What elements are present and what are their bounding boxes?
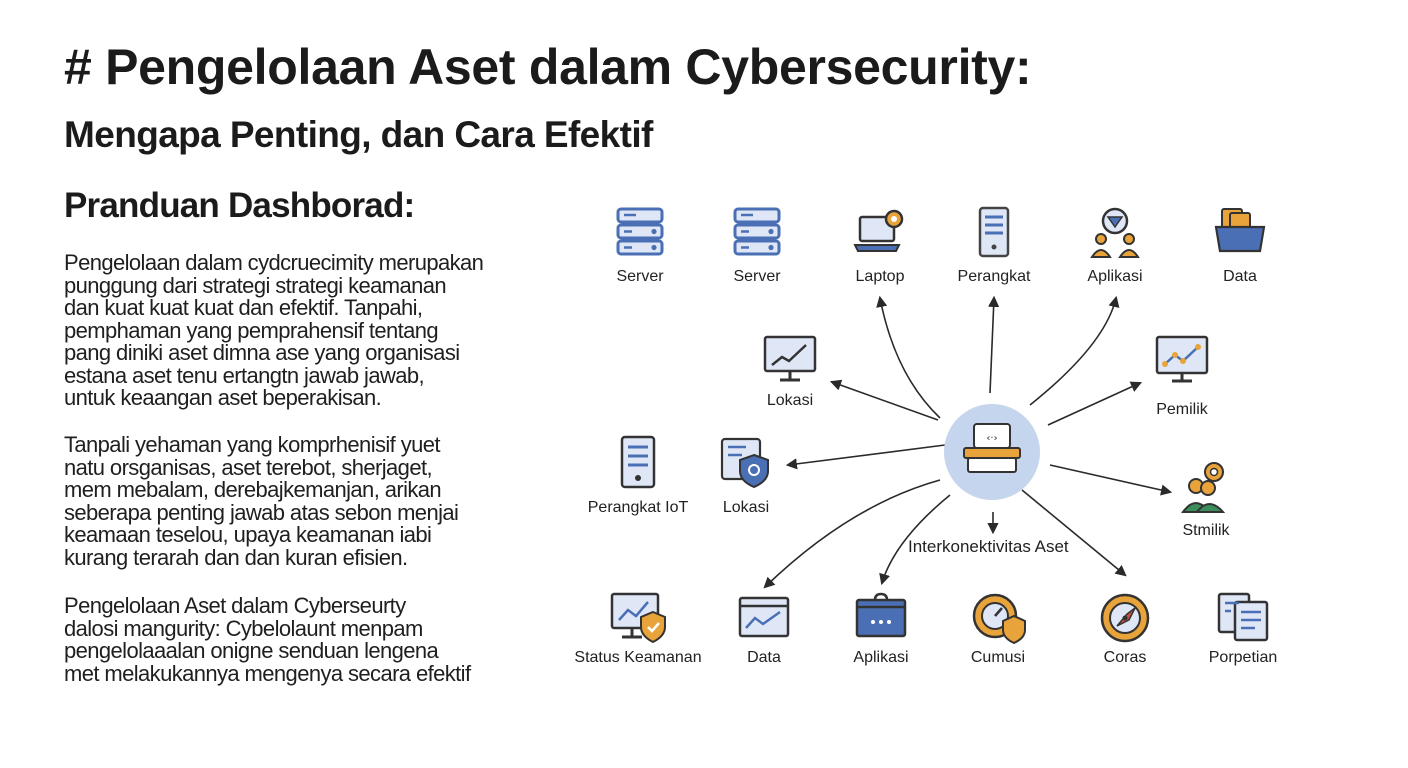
paragraph-line: Tanpali yehaman yang komprhenisif yuet	[64, 432, 440, 457]
compass-icon	[1100, 593, 1150, 643]
paragraph-line: Pengelolaan Aset dalam Cyberseurty	[64, 593, 406, 618]
documents-icon	[1217, 592, 1269, 642]
node-label: Data	[1223, 268, 1257, 285]
paragraph-line: mem mebalam, derebajkemanjan, arikan	[64, 477, 442, 502]
node-label: Cumusi	[970, 649, 1026, 666]
guide-heading: Pranduan Dashborad:	[64, 186, 415, 225]
connector-to-laptop	[876, 295, 941, 419]
connector-to-stmilik	[1049, 464, 1173, 496]
paragraph-line: pemphaman yang pemprahensif tentang	[64, 317, 439, 343]
people-gear-icon	[1181, 462, 1226, 513]
node-label: Aplikasi	[853, 649, 909, 666]
page-subtitle: Mengapa Penting, dan Cara Efektif	[64, 114, 653, 155]
paragraph-line: natu orsganisas, aset terebot, sherjaget…	[64, 454, 433, 480]
paragraph-line: dan kuat kuat kuat dan efektif. Tanpahi,	[64, 295, 423, 320]
device-tower-icon	[978, 206, 1010, 258]
page-title: # Pengelolaan Aset dalam Cybersecurity:	[64, 39, 1032, 95]
node-label: Server	[616, 268, 664, 285]
paragraph-line: kurang terarah dan dan kuran efisien.	[64, 544, 408, 570]
connector-to-perangkat	[988, 295, 1000, 394]
node-label: Server	[733, 268, 781, 285]
paragraph-line: pang diniki aset dimna ase yang organisa…	[64, 340, 460, 365]
paragraph-line: keamaan teselou, upaya keamanan iabi	[64, 522, 432, 547]
monitor-graph-icon	[1155, 335, 1209, 383]
node-label: Status Keamanan	[574, 649, 702, 666]
paragraph-line: seberapa penting jawab atas sebon menjai	[64, 499, 459, 525]
node-label: Stmilik	[1182, 522, 1230, 539]
gauge-shield-icon	[972, 593, 1026, 645]
paragraph-line: met melakukannya mengenya secara efektif	[64, 660, 471, 686]
users-app-icon	[1090, 207, 1140, 258]
node-label: Aplikasi	[1087, 268, 1143, 285]
connector-to-coras	[1021, 489, 1127, 577]
paragraph-line: punggung dari strategi strategi keamanan	[64, 272, 447, 298]
monitor-chart-icon	[763, 335, 817, 382]
connector-to-pemilik	[1047, 381, 1143, 426]
guide-paragraph-3: Pengelolaan Aset dalam Cyberseurty dalos…	[64, 593, 514, 686]
node-label: Perangkat	[957, 268, 1031, 285]
node-label: Laptop	[855, 268, 905, 285]
laptop-icon	[853, 209, 904, 252]
hub-label: Interkonektivitas Aset	[908, 537, 1069, 556]
iot-device-icon	[620, 435, 656, 489]
connector-lines: ‹·›	[763, 295, 1173, 589]
monitor-shield-icon	[610, 592, 666, 644]
server-icon	[733, 207, 781, 256]
connector-to-aplikasi	[1029, 295, 1120, 406]
node-label: Coras	[1103, 649, 1147, 666]
connector-to-data-bottom	[763, 479, 941, 589]
svg-text:‹·›: ‹·›	[986, 433, 997, 444]
paragraph-line: pengelolaaalan onigne senduan lengena	[64, 638, 439, 663]
connector-to-lokasi-mid	[785, 444, 946, 470]
node-label: Data	[747, 649, 781, 666]
node-label: Perangkat IoT	[587, 499, 689, 516]
paragraph-line: estana aset tenu ertangtn jawab jawab,	[64, 362, 425, 388]
data-folder-icon	[1214, 208, 1266, 253]
node-label: Lokasi	[722, 499, 770, 516]
connector-to-aplikasi-bottom	[879, 494, 951, 586]
browser-chart-icon	[738, 596, 790, 638]
node-label: Pemilik	[1156, 401, 1208, 418]
hub-node: ‹·›	[944, 404, 1040, 500]
node-label: Porpetian	[1208, 649, 1278, 666]
app-window-icon	[855, 592, 907, 638]
asset-interconnectivity-diagram: ‹·› Interkonektivitas Aset Server Server…	[560, 180, 1320, 720]
guide-paragraph-2: Tanpali yehaman yang komprhenisif yuet n…	[64, 432, 514, 570]
paragraph-line: untuk keaangan aset beperakisan.	[64, 385, 382, 410]
node-label: Lokasi	[766, 392, 814, 409]
connector-to-lokasi-top	[829, 379, 939, 421]
server-shield-icon	[720, 437, 769, 489]
paragraph-line: dalosi mangurity: Cybelolaunt menpam	[64, 615, 423, 641]
paragraph-line: Pengelolaan dalam cydcruecimity merupaka…	[64, 250, 484, 275]
guide-paragraph-1: Pengelolaan dalam cydcruecimity merupaka…	[64, 250, 514, 410]
server-icon	[616, 207, 664, 256]
